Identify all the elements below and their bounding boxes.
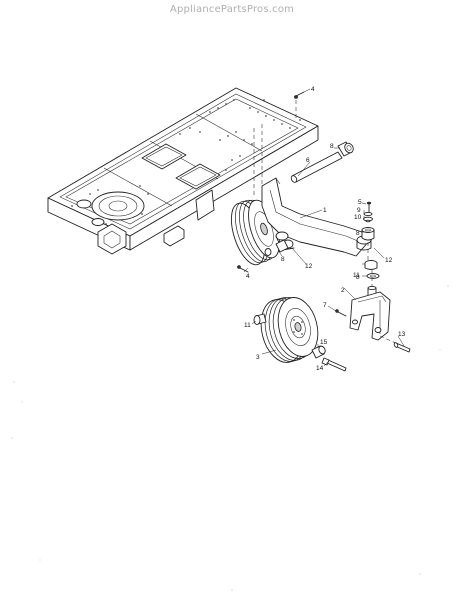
caster-fork <box>349 285 391 341</box>
scan-specks <box>11 285 449 591</box>
callout-1: 1 <box>323 207 327 214</box>
callout-3: 3 <box>256 354 260 361</box>
front-caster-wheel <box>260 297 319 363</box>
callout-10: 10 <box>354 214 362 221</box>
callout-12-right: 12 <box>385 257 393 264</box>
hardware-stack-upper <box>361 201 375 241</box>
watermark-text: AppliancePartsPros.com <box>169 4 295 15</box>
wheel-bolt-14 <box>321 357 347 372</box>
callout-6: 6 <box>306 157 310 164</box>
bushing-upper <box>337 141 354 157</box>
callout-9: 9 <box>357 207 361 214</box>
callout-4-top: 4 <box>311 86 315 93</box>
wheel-bushing-11 <box>253 313 267 325</box>
axle-bolt-13 <box>379 335 411 353</box>
callout-4-bottom: 4 <box>246 273 250 280</box>
callout-8-lower: 8 <box>356 274 360 281</box>
callout-11-right: 11 <box>353 272 360 279</box>
callout-8-upper: 8 <box>330 143 334 150</box>
front-axle-beam <box>261 177 372 257</box>
callout-labels: 4 1 2 3 4 5 6 7 8 8 8 8 9 10 11 11 12 12… <box>244 86 406 372</box>
callout-7: 7 <box>323 302 327 309</box>
callout-2: 2 <box>341 287 345 294</box>
callout-15: 15 <box>320 339 328 346</box>
callout-14: 14 <box>316 365 324 372</box>
callout-13: 13 <box>398 331 406 338</box>
frame-bolt-holes <box>71 99 301 225</box>
wheel-spacer-15 <box>311 345 326 359</box>
callout-8-right: 8 <box>356 230 360 237</box>
grease-fitting-7 <box>335 309 347 317</box>
callout-8-left: 8 <box>281 256 285 263</box>
pivot-hardware-left <box>237 239 289 273</box>
frame-bolt-4 <box>253 91 305 196</box>
callout-12-left: 12 <box>305 263 313 270</box>
mower-frame <box>47 87 319 255</box>
callout-5: 5 <box>358 199 362 206</box>
callout-leaders <box>243 88 405 367</box>
callout-11-left: 11 <box>244 322 251 329</box>
axle-rod <box>290 151 343 183</box>
